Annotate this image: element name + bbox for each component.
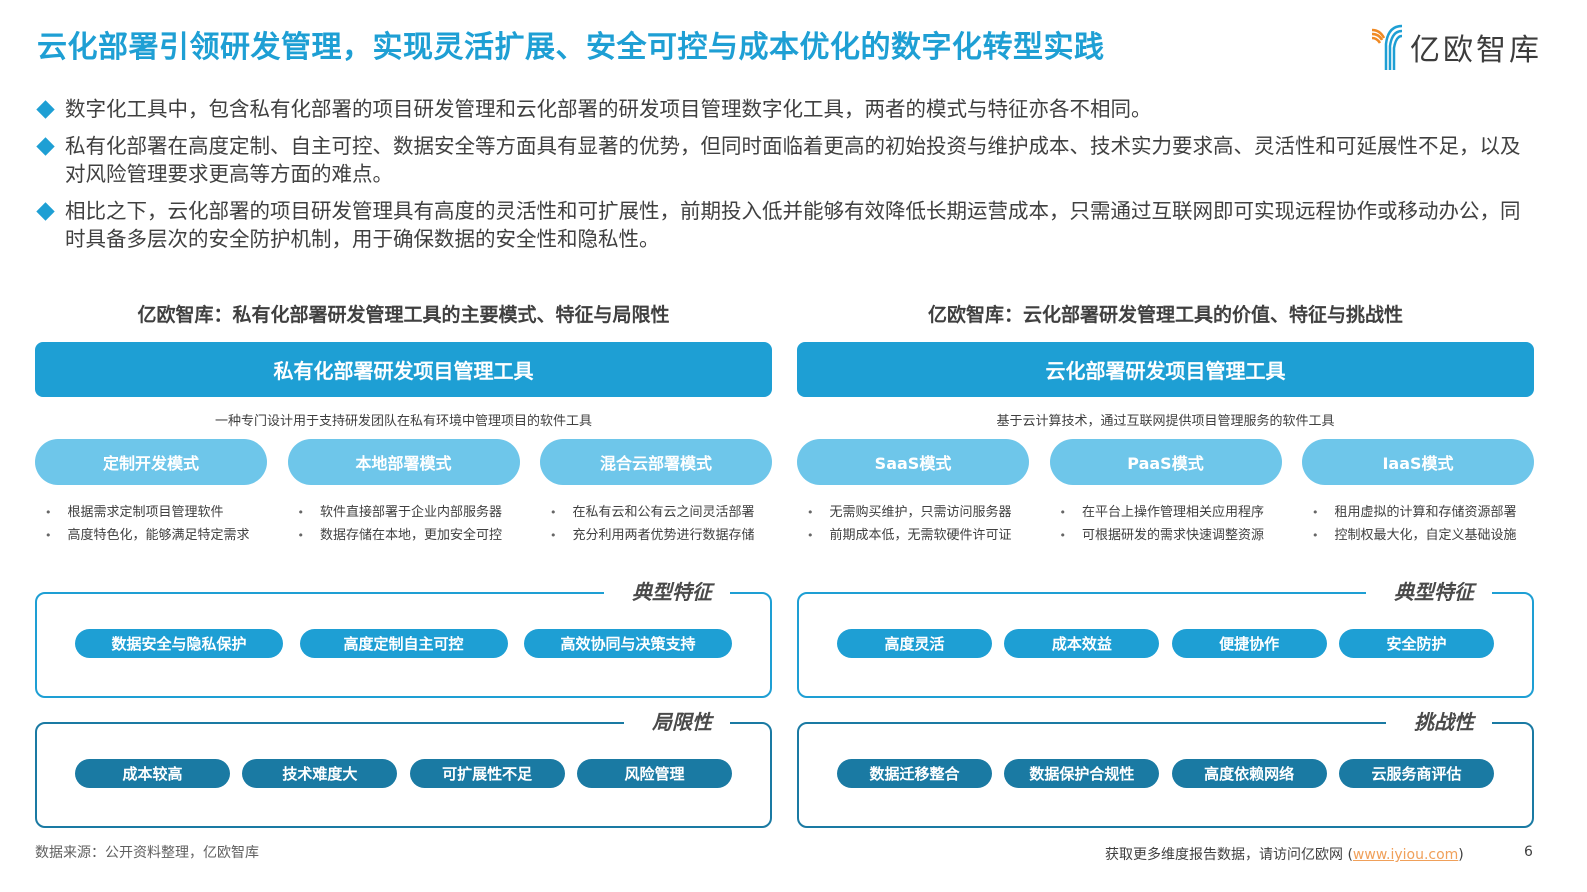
- cloud-features-box: 典型特征 高度灵活 成本效益 便捷协作 安全防护: [797, 576, 1534, 698]
- mode-point: 软件直接部署于企业内部服务器: [298, 501, 520, 524]
- feature-chip: 高度定制自主可控: [299, 629, 508, 658]
- private-deployment-panel: 亿欧智库：私有化部署研发管理工具的主要模式、特征与局限性 私有化部署研发项目管理…: [35, 300, 772, 547]
- bullet-item: 相比之下，云化部署的项目研发管理具有高度的灵活性和可扩展性，前期投入低并能够有效…: [36, 197, 1537, 253]
- mode-point: 高度特色化，能够满足特定需求: [45, 524, 267, 547]
- mode-card: 定制开发模式 根据需求定制项目管理软件 高度特色化，能够满足特定需求: [35, 439, 267, 547]
- box-label: 典型特征: [1366, 576, 1492, 605]
- diamond-bullet-icon: [36, 137, 59, 156]
- feature-chip: 数据安全与隐私保护: [75, 629, 283, 658]
- mode-pill: SaaS模式: [797, 439, 1029, 485]
- feature-chip: 成本效益: [1004, 629, 1160, 658]
- website-link[interactable]: www.iyiou.com: [1352, 847, 1459, 863]
- mode-point: 前期成本低，无需软硬件许可证: [807, 524, 1029, 547]
- mode-card: SaaS模式 无需购买维护，只需访问服务器 前期成本低，无需软硬件许可证: [797, 439, 1029, 547]
- mode-point: 根据需求定制项目管理软件: [45, 501, 267, 524]
- page-title: 云化部署引领研发管理，实现灵活扩展、安全可控与成本优化的数字化转型实践: [37, 30, 1105, 65]
- box-label: 局限性: [624, 706, 730, 735]
- mode-pill: 混合云部署模式: [540, 439, 772, 485]
- feature-chip: 便捷协作: [1171, 629, 1327, 658]
- mode-card: IaaS模式 租用虚拟的计算和存储资源部署 控制权最大化，自定义基础设施: [1302, 439, 1534, 547]
- mode-card: PaaS模式 在平台上操作管理相关应用程序 可根据研发的需求快速调整资源: [1049, 439, 1282, 547]
- panel-heading: 亿欧智库：云化部署研发管理工具的价值、特征与挑战性: [927, 304, 1403, 326]
- mode-point: 租用虚拟的计算和存储资源部署: [1312, 501, 1534, 524]
- mode-pill: 本地部署模式: [287, 439, 520, 485]
- page-number: 6: [1524, 844, 1533, 860]
- mode-point: 可根据研发的需求快速调整资源: [1060, 524, 1282, 547]
- box-label: 典型特征: [604, 576, 730, 605]
- cloud-challenges-box: 挑战性 数据迁移整合 数据保护合规性 高度依赖网络 云服务商评估: [797, 706, 1534, 828]
- logo-text: 亿欧智库: [1410, 33, 1542, 68]
- limit-chip: 风险管理: [576, 759, 732, 788]
- mode-point: 数据存储在本地，更加安全可控: [298, 524, 520, 547]
- limit-chip: 可扩展性不足: [409, 759, 565, 788]
- mode-card: 本地部署模式 软件直接部署于企业内部服务器 数据存储在本地，更加安全可控: [287, 439, 520, 547]
- challenge-chip: 高度依赖网络: [1171, 759, 1327, 788]
- mode-point: 在私有云和公有云之间灵活部署: [550, 501, 772, 524]
- tool-title-bar: 私有化部署研发项目管理工具: [35, 342, 772, 397]
- data-source: 数据来源：公开资料整理，亿欧智库: [35, 845, 259, 861]
- challenge-chip: 数据迁移整合: [837, 759, 992, 788]
- diamond-bullet-icon: [36, 202, 59, 221]
- private-limits-box: 局限性 成本较高 技术难度大 可扩展性不足 风险管理: [35, 706, 772, 828]
- bullet-item: 数字化工具中，包含私有化部署的项目研发管理和云化部署的研发项目管理数字化工具，两…: [36, 95, 1537, 123]
- bullet-item: 私有化部署在高度定制、自主可控、数据安全等方面具有显著的优势，但同时面临着更高的…: [36, 132, 1537, 188]
- panel-heading: 亿欧智库：私有化部署研发管理工具的主要模式、特征与局限性: [137, 304, 670, 326]
- mode-pill: 定制开发模式: [35, 439, 267, 485]
- mode-pill: PaaS模式: [1049, 439, 1282, 485]
- mode-list: SaaS模式 无需购买维护，只需访问服务器 前期成本低，无需软硬件许可证 Paa…: [797, 439, 1534, 547]
- tool-title-bar: 云化部署研发项目管理工具: [797, 342, 1534, 397]
- mode-point: 无需购买维护，只需访问服务器: [807, 501, 1029, 524]
- feature-chip: 高效协同与决策支持: [524, 629, 732, 658]
- limit-chip: 技术难度大: [242, 759, 398, 788]
- feature-chip: 安全防护: [1338, 629, 1494, 658]
- mode-list: 定制开发模式 根据需求定制项目管理软件 高度特色化，能够满足特定需求 本地部署模…: [35, 439, 772, 547]
- mode-point: 充分利用两者优势进行数据存储: [550, 524, 772, 547]
- tool-description: 一种专门设计用于支持研发团队在私有环境中管理项目的软件工具: [214, 414, 592, 429]
- brand-logo: 亿欧智库: [1370, 24, 1542, 70]
- mode-point: 在平台上操作管理相关应用程序: [1060, 501, 1282, 524]
- summary-bullets: 数字化工具中，包含私有化部署的项目研发管理和云化部署的研发项目管理数字化工具，两…: [36, 95, 1537, 262]
- yiou-logo-icon: [1371, 24, 1403, 70]
- tool-description: 基于云计算技术，通过互联网提供项目管理服务的软件工具: [996, 414, 1335, 429]
- diamond-bullet-icon: [36, 100, 59, 119]
- box-label: 挑战性: [1386, 706, 1492, 735]
- feature-chip: 高度灵活: [837, 629, 992, 658]
- mode-point: 控制权最大化，自定义基础设施: [1312, 524, 1534, 547]
- challenge-chip: 云服务商评估: [1338, 759, 1494, 788]
- mode-pill: IaaS模式: [1302, 439, 1534, 485]
- private-features-box: 典型特征 数据安全与隐私保护 高度定制自主可控 高效协同与决策支持: [35, 576, 772, 698]
- limit-chip: 成本较高: [75, 759, 230, 788]
- challenge-chip: 数据保护合规性: [1004, 759, 1160, 788]
- mode-card: 混合云部署模式 在私有云和公有云之间灵活部署 充分利用两者优势进行数据存储: [540, 439, 772, 547]
- footer-more-info: 获取更多维度报告数据，请访问亿欧网 (www.iyiou.com): [1105, 847, 1464, 863]
- cloud-deployment-panel: 亿欧智库：云化部署研发管理工具的价值、特征与挑战性 云化部署研发项目管理工具 基…: [797, 300, 1534, 547]
